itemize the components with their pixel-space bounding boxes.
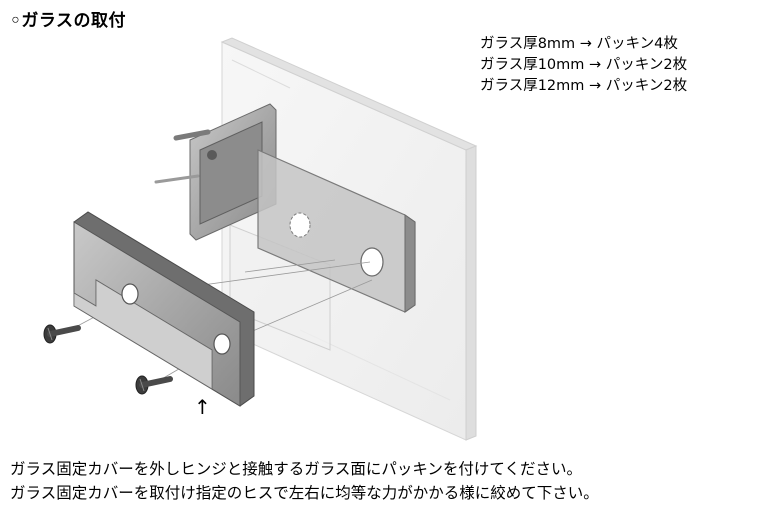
packing-notes: ガラス厚8mm → パッキン4枚 ガラス厚10mm → パッキン2枚 ガラス厚1…	[480, 34, 687, 97]
instruction-line-1: ガラス固定カバーを外しヒンジと接触するガラス面にパッキンを付けてください。	[10, 460, 582, 478]
instruction-line-2: ガラス固定カバーを取付け指定のヒスで左右に均等な力がかかる様に絞めて下さい。	[10, 484, 599, 502]
hinge-bracket	[154, 103, 277, 241]
clamp-plate	[257, 149, 416, 313]
packing-note-12mm: ガラス厚12mm → パッキン2枚	[480, 78, 688, 94]
screw-upper	[43, 324, 81, 344]
instructions: ガラス固定カバーを外しヒンジと接触するガラス面にパッキンを付けてください。 ガラ…	[10, 457, 599, 505]
page-title: ◦ガラスの取付	[10, 11, 127, 31]
screw-lower	[135, 375, 173, 395]
glass-fixing-cover	[73, 211, 255, 407]
pointer-arrow: ↑	[194, 395, 211, 419]
packing-note-8mm: ガラス厚8mm → パッキン4枚	[480, 36, 678, 52]
packing-note-10mm: ガラス厚10mm → パッキン2枚	[480, 57, 688, 73]
